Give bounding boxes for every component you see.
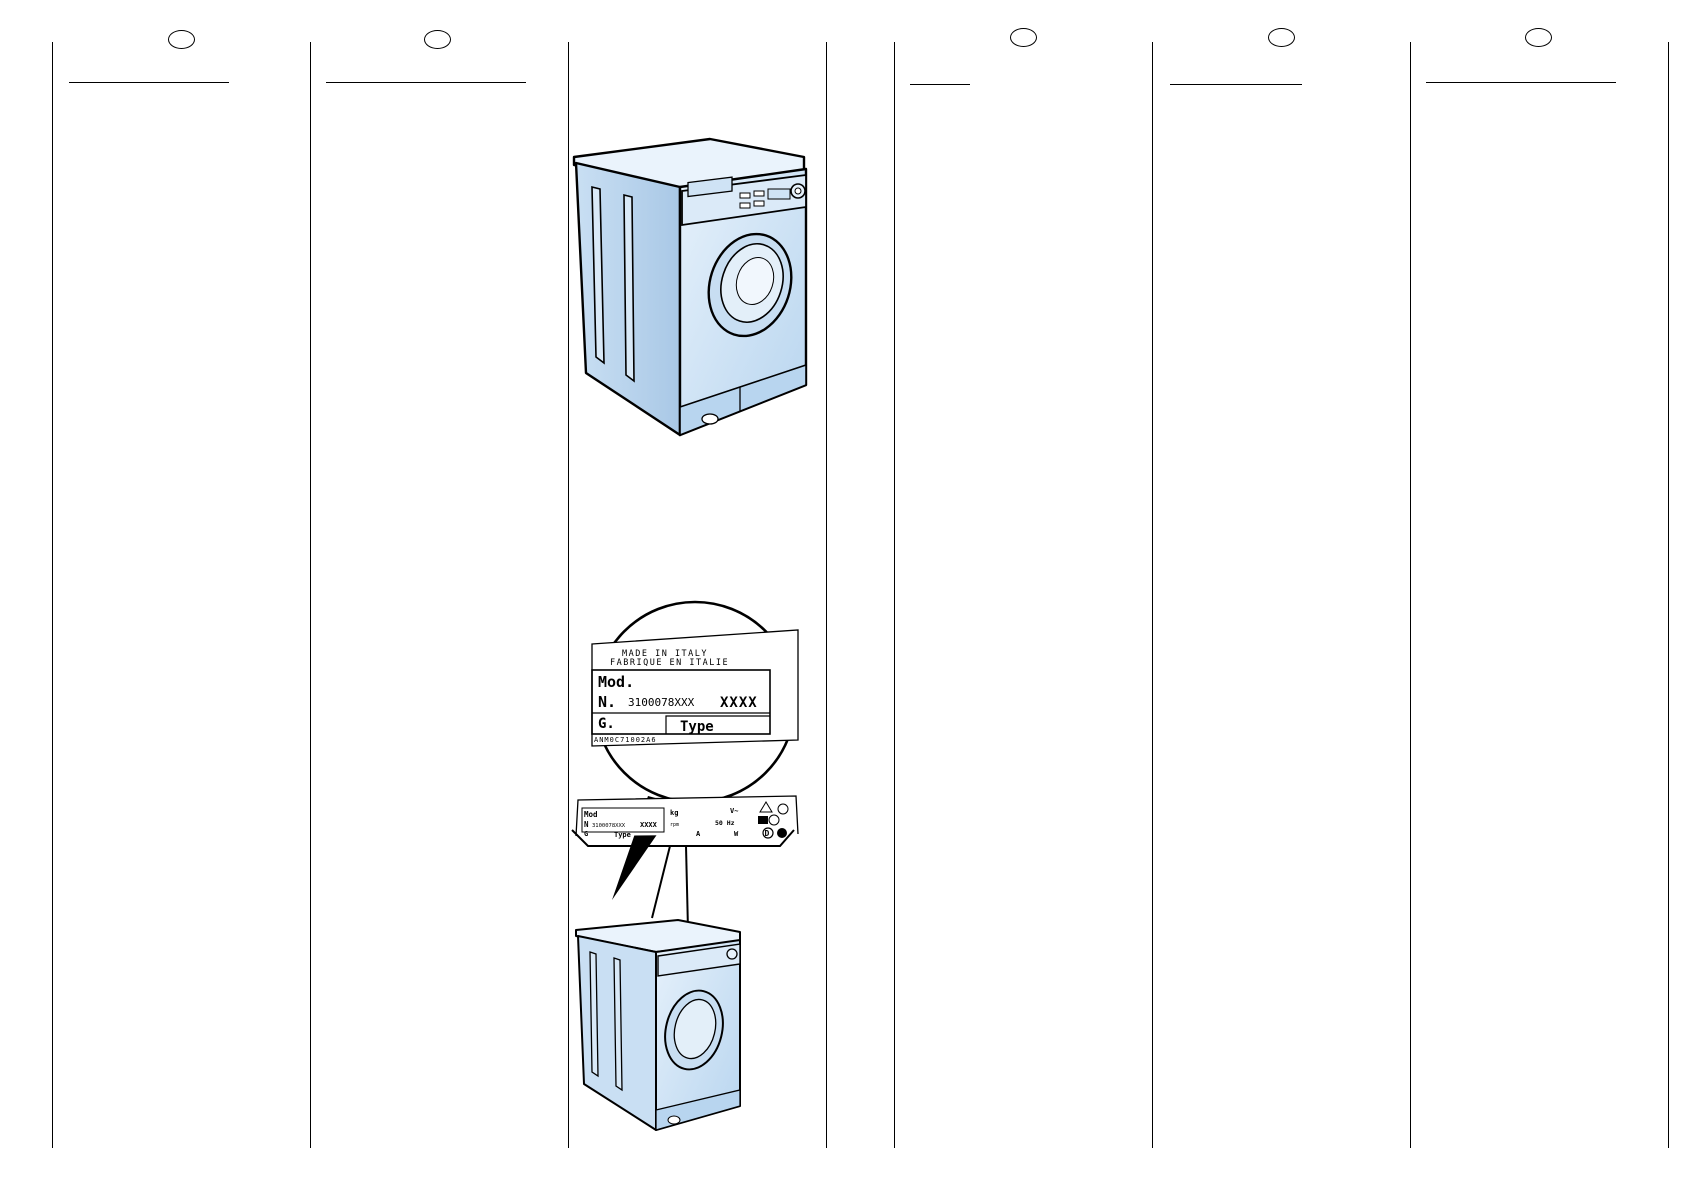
label-made-in: MADE IN ITALY <box>622 649 708 659</box>
plate-rpm-unit: rpm <box>670 822 679 828</box>
label-fabrique: FABRIQUE EN ITALIE <box>610 658 729 668</box>
language-marker-circle <box>168 30 195 49</box>
plate-g-field: G <box>584 830 588 838</box>
plate-country-mark: D <box>765 829 770 838</box>
label-type-field: Type <box>680 719 714 735</box>
label-mod-field: Mod. <box>598 673 634 691</box>
plate-serial-suffix: XXXX <box>640 821 658 829</box>
plate-n-field: N <box>584 820 589 829</box>
column-divider <box>894 42 895 1148</box>
heading-underline <box>1170 84 1302 85</box>
plate-type-field: Type <box>614 831 631 839</box>
label-g-field: G. <box>598 716 615 732</box>
approval-mark-icon <box>768 814 780 826</box>
small-washing-machine <box>575 919 741 1131</box>
plate-power-unit: W <box>734 830 739 838</box>
language-marker-circle <box>1268 28 1295 47</box>
language-marker-circle <box>424 30 451 49</box>
language-marker-circle <box>1525 28 1552 47</box>
plate-mod-field: Mod <box>584 810 598 819</box>
country-mark-circle <box>762 827 774 839</box>
label-serial-suffix: XXXX <box>720 695 758 711</box>
column-divider <box>52 42 53 1148</box>
weee-bin-icon <box>758 816 768 824</box>
plate-kg-unit: kg <box>670 809 678 817</box>
column-divider <box>310 42 311 1148</box>
heading-underline <box>69 82 229 83</box>
language-marker-circle <box>1010 28 1037 47</box>
column-divider <box>1668 42 1669 1148</box>
label-n-field: N. <box>598 693 616 711</box>
plate-voltage-unit: V~ <box>730 807 738 815</box>
heading-underline <box>326 82 526 83</box>
ce-mark-icon <box>777 828 787 838</box>
plate-frequency: 50 Hz <box>715 819 735 827</box>
label-footer-code: ANM0C71002A6 <box>594 736 657 744</box>
column-divider <box>568 42 569 1148</box>
column-divider <box>826 42 827 1148</box>
washing-machine-illustration <box>572 137 808 437</box>
rating-plate-strip <box>575 795 799 837</box>
heading-underline <box>910 84 970 85</box>
label-serial-number: 3100078XXX <box>628 696 695 709</box>
warning-triangle-icon <box>759 801 773 813</box>
column-divider <box>1152 42 1153 1148</box>
plate-current-unit: A <box>696 830 701 838</box>
rating-plate-illustration: MADE IN ITALY FABRIQUE EN ITALIE Mod. N.… <box>571 600 799 1131</box>
heading-underline <box>1426 82 1616 83</box>
certification-mark-icon <box>777 803 789 815</box>
plate-serial-number: 3100078XXX <box>592 823 626 829</box>
column-divider <box>1410 42 1411 1148</box>
